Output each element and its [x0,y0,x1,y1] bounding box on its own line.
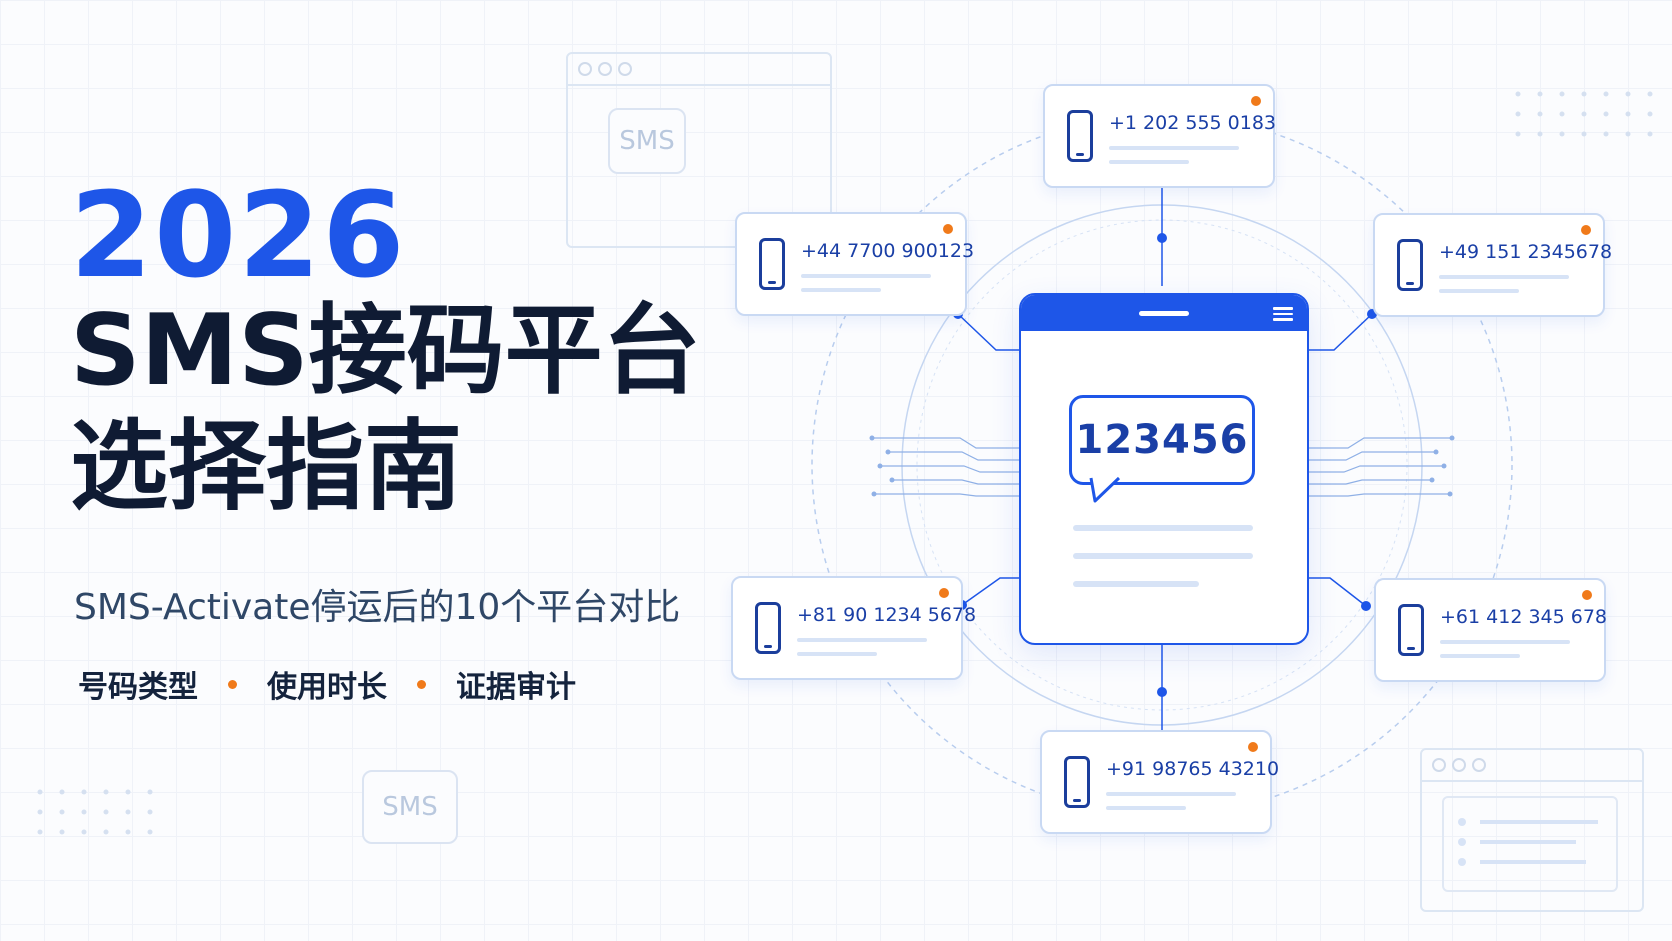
phone-number: +61 412 345 678 [1440,606,1608,628]
mobile-phone-icon [1398,604,1424,656]
phone-number: +81 90 1234 5678 [797,604,977,626]
notification-dot [1251,96,1261,106]
number-card-in[interactable]: +91 98765 43210 [1040,730,1279,834]
hero-tags: 号码类型 使用时长 证据审计 [78,662,576,706]
message-line [1073,581,1199,587]
mobile-phone-icon [1397,239,1423,291]
phone-number: +1 202 555 0183 [1109,112,1277,134]
tag-number-type: 号码类型 [78,670,198,705]
mobile-phone-icon [755,602,781,654]
card-line [1439,289,1519,293]
card-line [1109,160,1189,164]
tag-separator-dot [417,679,426,689]
notification-dot [1582,590,1592,600]
verification-code-bubble: 123456 [1069,395,1255,485]
hero-title-line1: SMS接码平台 [70,294,701,408]
card-line [1106,792,1236,796]
number-card-jp[interactable]: +81 90 1234 5678 [731,576,976,680]
tag-separator-dot [228,679,237,689]
card-line [801,288,881,292]
card-line [797,638,927,642]
tag-duration: 使用时长 [267,670,387,705]
notification-dot [943,224,953,234]
card-line [1106,806,1186,810]
card-line [797,652,877,656]
card-line [1439,275,1569,279]
card-line [1109,146,1239,150]
tag-audit: 证据审计 [456,670,576,705]
notification-dot [939,588,949,598]
hero-year: 2026 [70,166,407,304]
card-line [1440,640,1570,644]
decor-window-top [566,52,832,248]
mobile-phone-icon [1067,110,1093,162]
decor-window-bottom [1420,748,1644,912]
message-line [1073,525,1253,531]
card-line [801,274,931,278]
card-line [1440,654,1520,658]
message-line [1073,553,1253,559]
decor-sms-bubble-bottom: SMS [362,770,458,844]
phone-speaker [1139,311,1189,316]
number-card-us[interactable]: +1 202 555 0183 [1043,84,1277,188]
central-phone: 123456 [1019,293,1309,645]
phone-number: +91 98765 43210 [1106,758,1280,780]
number-card-au[interactable]: +61 412 345 678 [1374,578,1608,682]
hero-subtitle: SMS-Activate停运后的10个平台对比 [74,587,681,628]
mobile-phone-icon [1064,756,1090,808]
hero-title-line2: 选择指南 [70,410,463,524]
notification-dot [1248,742,1258,752]
number-card-uk[interactable]: +44 7700 900123 [735,212,974,316]
decor-sms-bubble-top: SMS [608,108,686,174]
phone-number: +44 7700 900123 [801,240,975,262]
phone-number: +49 151 2345678 [1439,241,1613,263]
menu-icon [1273,307,1293,324]
phone-header [1021,295,1307,331]
mobile-phone-icon [759,238,785,290]
bubble-tail-icon [1089,476,1121,503]
number-card-de[interactable]: +49 151 2345678 [1373,213,1612,317]
notification-dot [1581,225,1591,235]
